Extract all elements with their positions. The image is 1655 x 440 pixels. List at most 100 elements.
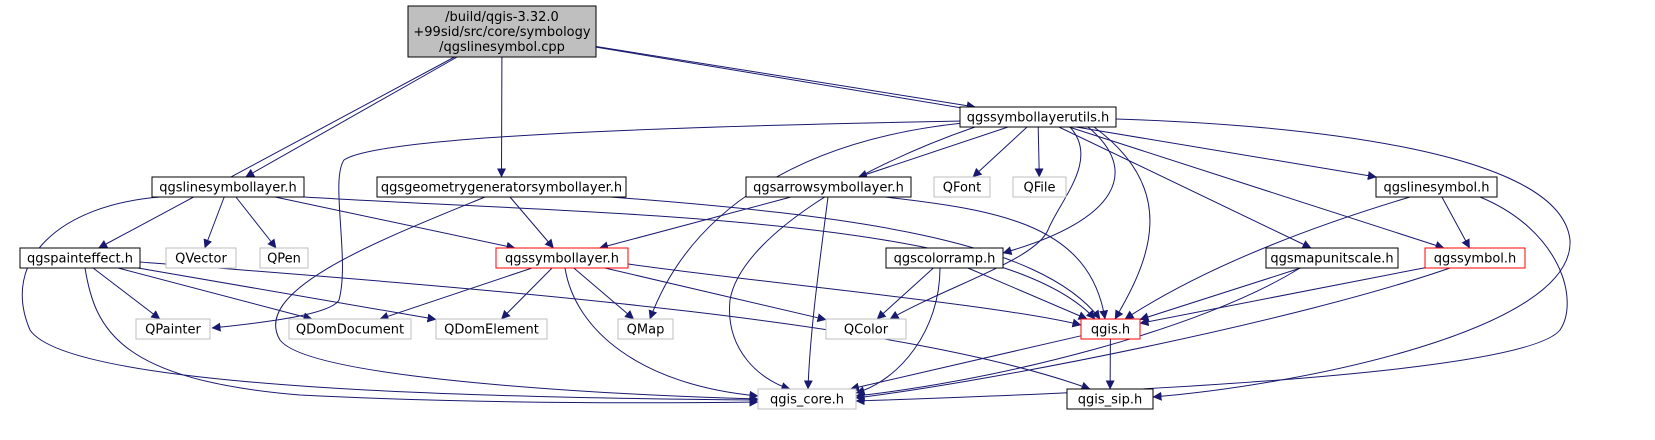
node-box[interactable] bbox=[617, 318, 674, 340]
edge-linesymbol-to-symbol bbox=[1441, 196, 1471, 249]
node-linesymbol[interactable]: qgslinesymbol.h bbox=[1375, 176, 1498, 198]
node-mapunitscale[interactable]: qgsmapunitscale.h bbox=[1265, 247, 1399, 269]
edge-symbollayer-to-qdomelement bbox=[501, 267, 553, 320]
node-label: qgssymbol.h bbox=[1434, 252, 1517, 267]
node-qpen[interactable]: QPen bbox=[259, 247, 309, 269]
node-box[interactable] bbox=[151, 176, 305, 198]
node-qcolor[interactable]: QColor bbox=[825, 318, 907, 340]
node-qgis_sip[interactable]: qgis_sip.h bbox=[1066, 388, 1154, 410]
node-colorramp[interactable]: qgscolorramp.h bbox=[885, 247, 1004, 269]
edge-colorramp-to-qgis_core bbox=[855, 267, 941, 395]
edge-symbollayerutils-to-qfile bbox=[1034, 126, 1044, 178]
edge-painteffect-to-qdomelement bbox=[137, 267, 437, 323]
edge-geomgen-to-symbollayer bbox=[509, 196, 554, 249]
node-box[interactable] bbox=[259, 247, 309, 269]
node-qmap[interactable]: QMap bbox=[617, 318, 674, 340]
edge-symbollayerutils-to-qfont bbox=[972, 126, 1028, 178]
node-label: QPen bbox=[267, 252, 301, 267]
node-symbol[interactable]: qgssymbol.h bbox=[1424, 247, 1526, 269]
node-label: QDomDocument bbox=[296, 323, 404, 338]
edge-linesymbollayer-to-qvector bbox=[203, 196, 225, 249]
node-qfont[interactable]: QFont bbox=[933, 176, 991, 198]
edge-root-to-linesymbollayer bbox=[245, 56, 458, 178]
node-symbollayer[interactable]: qgssymbollayer.h bbox=[495, 247, 629, 269]
node-box[interactable] bbox=[1080, 318, 1141, 340]
edge-geomgen-to-qgis_core bbox=[275, 196, 759, 404]
node-box[interactable] bbox=[933, 176, 991, 198]
edge-linesymbollayer-to-qgis_core bbox=[21, 196, 759, 405]
node-painteffect[interactable]: qgspainteffect.h bbox=[19, 247, 141, 269]
edge-painteffect-to-qgis_core bbox=[84, 267, 759, 407]
node-box[interactable] bbox=[288, 318, 412, 340]
edge-mapunitscale-to-qgis bbox=[1139, 267, 1301, 322]
node-box[interactable] bbox=[1424, 247, 1526, 269]
edge-symbollayerutils-to-symbol bbox=[1068, 126, 1445, 250]
edge-symbollayerutils-to-mapunitscale bbox=[1058, 126, 1312, 249]
node-symbollayerutils[interactable]: qgssymbollayerutils.h bbox=[959, 106, 1117, 128]
node-qpainter[interactable]: QPainter bbox=[135, 318, 211, 340]
edge-symbollayerutils-to-qcolor bbox=[889, 126, 1082, 320]
node-label: QFile bbox=[1024, 181, 1056, 196]
node-box[interactable] bbox=[825, 318, 907, 340]
node-label: qgis.h bbox=[1091, 323, 1130, 338]
node-arrow[interactable]: qgsarrowsymbollayer.h bbox=[745, 176, 912, 198]
node-box[interactable] bbox=[1066, 388, 1154, 410]
edge-painteffect-to-qdomdocument bbox=[117, 267, 313, 322]
node-box[interactable] bbox=[407, 5, 597, 58]
edge-symbollayer-to-qgis_core bbox=[564, 267, 759, 400]
node-label: QMap bbox=[627, 323, 665, 338]
node-qgis_core[interactable]: qgis_core.h bbox=[757, 388, 857, 410]
edge-geomgen-to-qgis bbox=[609, 196, 1101, 320]
edge-symbollayer-to-qmap bbox=[573, 267, 635, 320]
node-box[interactable] bbox=[959, 106, 1117, 128]
node-label: QVector bbox=[175, 252, 227, 267]
edge-root-to-painteffect bbox=[98, 56, 455, 249]
node-root[interactable]: /build/qgis-3.32.0+99sid/src/core/symbol… bbox=[407, 5, 597, 58]
edge-qgis-to-qgis_core bbox=[849, 335, 1082, 392]
node-qdomelement[interactable]: QDomElement bbox=[435, 318, 548, 340]
node-box[interactable] bbox=[135, 318, 211, 340]
edge-symbollayerutils-to-qgis bbox=[1093, 126, 1151, 320]
node-box[interactable] bbox=[19, 247, 141, 269]
node-qfile[interactable]: QFile bbox=[1012, 176, 1067, 198]
edge-symbollayerutils-to-qgis_sip bbox=[1115, 118, 1571, 401]
edge-linesymbol-to-qgis bbox=[1124, 196, 1411, 320]
node-label: QPainter bbox=[145, 323, 201, 338]
node-box[interactable] bbox=[1375, 176, 1498, 198]
node-label: /build/qgis-3.32.0 bbox=[445, 10, 559, 25]
node-linesymbollayer[interactable]: qgslinesymbollayer.h bbox=[151, 176, 305, 198]
node-box[interactable] bbox=[165, 247, 237, 269]
node-label: QColor bbox=[844, 323, 889, 338]
node-box[interactable] bbox=[757, 388, 857, 410]
node-box[interactable] bbox=[376, 176, 627, 198]
node-label: +99sid/src/core/symbology bbox=[413, 25, 591, 40]
node-box[interactable] bbox=[495, 247, 629, 269]
edge-painteffect-to-qpainter bbox=[92, 267, 161, 320]
edge-root-to-symbollayerutils bbox=[595, 46, 976, 111]
node-label: qgis_sip.h bbox=[1078, 393, 1142, 408]
node-geomgen[interactable]: qgsgeometrygeneratorsymbollayer.h bbox=[376, 176, 627, 198]
edge-symbol-to-qgis_core bbox=[855, 267, 1451, 402]
node-box[interactable] bbox=[885, 247, 1004, 269]
node-label: qgslinesymbol.h bbox=[1383, 181, 1489, 196]
node-qdomdocument[interactable]: QDomDocument bbox=[288, 318, 412, 340]
node-qgis[interactable]: qgis.h bbox=[1080, 318, 1141, 340]
edge-symbol-to-qgis bbox=[1139, 267, 1426, 327]
edge-mapunitscale-to-qgis_core bbox=[855, 267, 1301, 400]
node-qvector[interactable]: QVector bbox=[165, 247, 237, 269]
node-label: qgsmapunitscale.h bbox=[1270, 252, 1393, 267]
node-box[interactable] bbox=[1012, 176, 1067, 198]
edges-layer bbox=[21, 46, 1571, 407]
node-box[interactable] bbox=[435, 318, 548, 340]
edge-symbollayer-to-qdomdocument bbox=[379, 267, 533, 321]
edge-arrow-to-qgis bbox=[884, 196, 1109, 320]
edge-linesymbollayer-to-qgis bbox=[303, 196, 1096, 320]
edge-linesymbollayer-to-symbollayer bbox=[274, 196, 516, 251]
node-box[interactable] bbox=[1265, 247, 1399, 269]
edge-arrow-to-symbollayer bbox=[599, 196, 792, 251]
nodes-layer: /build/qgis-3.32.0+99sid/src/core/symbol… bbox=[19, 5, 1526, 410]
edge-symbollayer-to-qgis bbox=[627, 263, 1082, 328]
node-label: qgssymbollayer.h bbox=[505, 252, 619, 267]
node-box[interactable] bbox=[745, 176, 912, 198]
